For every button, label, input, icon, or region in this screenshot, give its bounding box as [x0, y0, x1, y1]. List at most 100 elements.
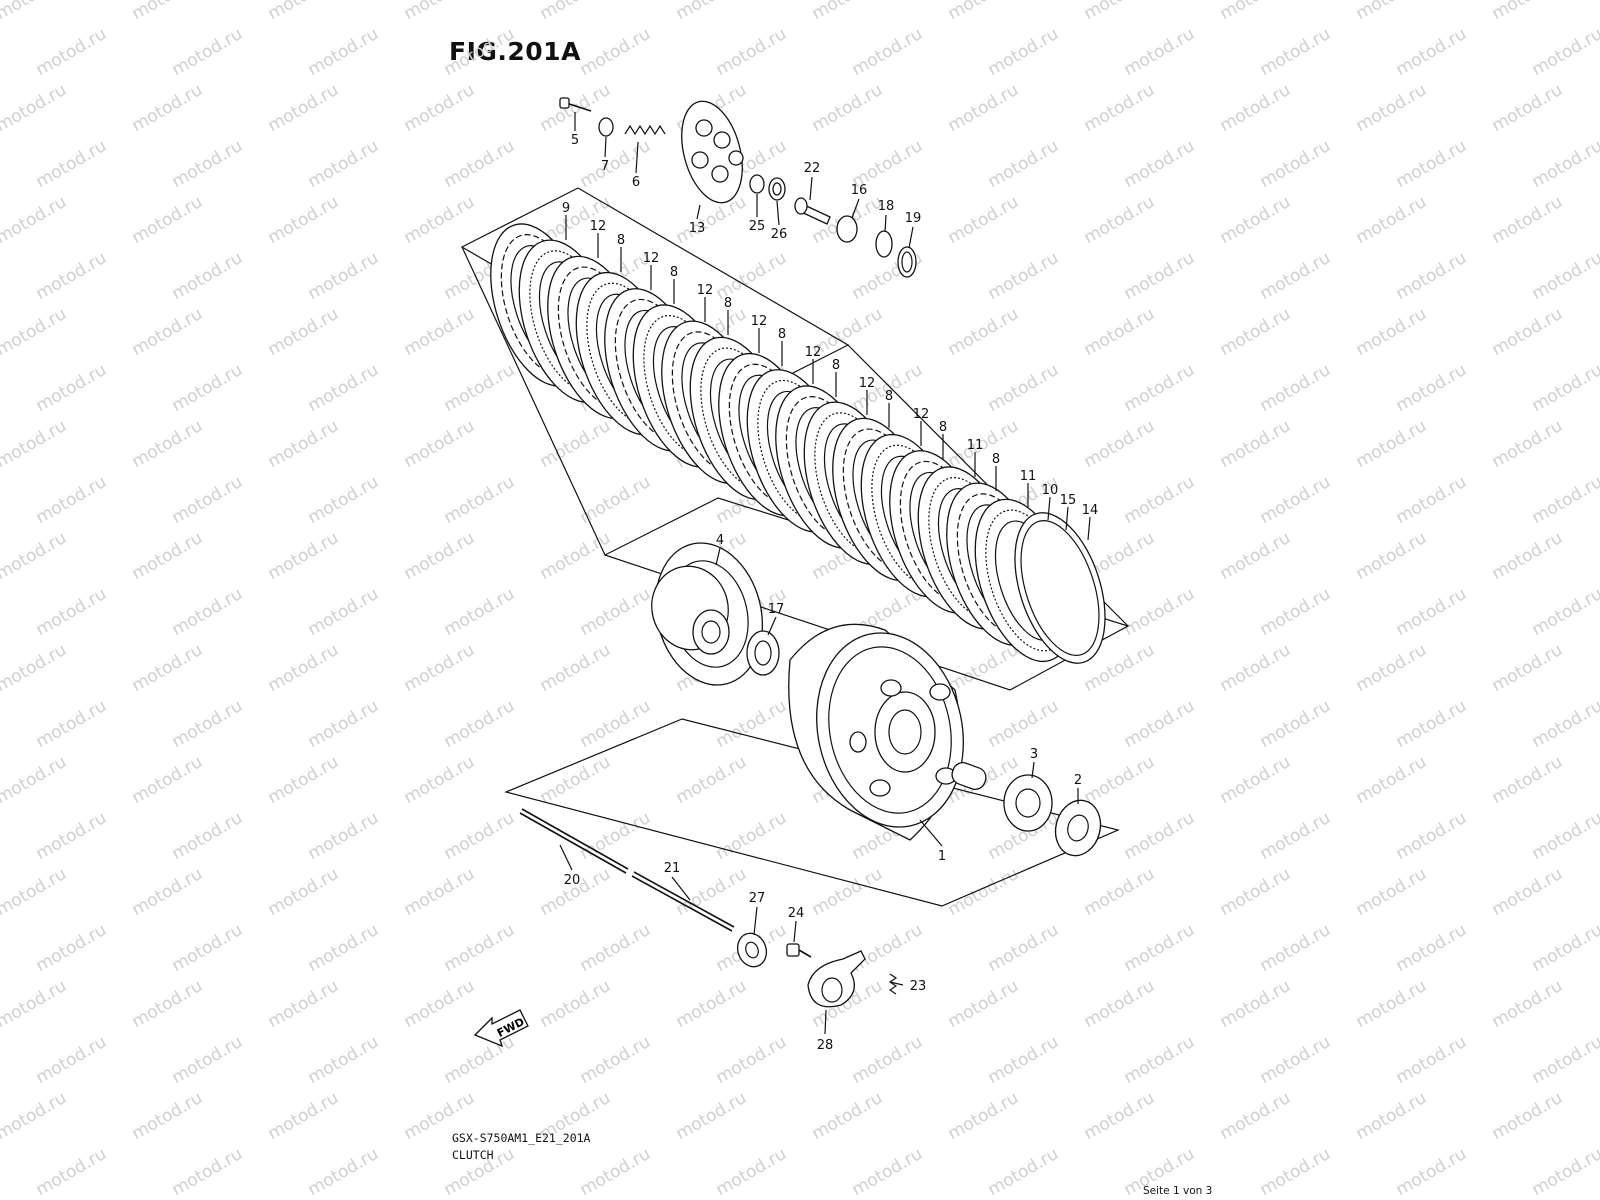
watermark-text: motod.ru [1489, 0, 1567, 24]
watermark-text: motod.ru [0, 864, 70, 920]
callout-28: 28 [817, 1038, 834, 1053]
watermark-text: motod.ru [809, 864, 887, 920]
watermark-text: motod.ru [849, 920, 927, 976]
watermark-text: motod.ru [1353, 752, 1431, 808]
callout-16: 16 [851, 183, 868, 198]
watermark-text: motod.ru [0, 192, 70, 248]
release-mechanism [736, 932, 898, 1008]
watermark-text: motod.ru [1353, 0, 1431, 24]
watermark-text: motod.ru [401, 640, 479, 696]
watermark-text: motod.ru [169, 472, 247, 528]
watermark-text: motod.ru [401, 80, 479, 136]
watermark-text: motod.ru [1393, 472, 1471, 528]
watermark-text: motod.ru [577, 1032, 655, 1088]
watermark-text: motod.ru [265, 192, 343, 248]
watermark-text: motod.ru [305, 136, 383, 192]
watermark-text: motod.ru [945, 192, 1023, 248]
callout-21: 21 [664, 861, 681, 876]
callout-1: 1 [938, 849, 946, 864]
watermark-text: motod.ru [1217, 0, 1295, 24]
watermark-text: motod.ru [577, 136, 655, 192]
watermark-text: motod.ru [1121, 472, 1199, 528]
callout-8a: 8 [617, 233, 625, 248]
watermark-text: motod.ru [1257, 1144, 1335, 1200]
thrust-washer-2 [1054, 799, 1102, 857]
watermark-text: motod.ru [713, 1144, 791, 1200]
callout-8c: 8 [724, 296, 732, 311]
watermark-text: motod.ru [129, 640, 207, 696]
watermark-text: motod.ru [305, 472, 383, 528]
callout-20: 20 [564, 873, 581, 888]
watermark-text: motod.ru [1529, 696, 1600, 752]
watermark-text: motod.ru [129, 416, 207, 472]
leader-line [809, 176, 813, 201]
watermark-text: motod.ru [1489, 80, 1567, 136]
clutch-plate-stack [490, 223, 1106, 664]
watermark-text: motod.ru [985, 360, 1063, 416]
nut-16 [836, 215, 858, 243]
push-rods [519, 808, 735, 932]
watermark-text: motod.ru [33, 1032, 111, 1088]
leader-line [889, 981, 904, 986]
watermark-text: motod.ru [265, 864, 343, 920]
watermark-text: motod.ru [441, 1032, 519, 1088]
watermark-text: motod.ru [985, 1032, 1063, 1088]
callout-9: 9 [562, 201, 570, 216]
callout-10: 10 [1042, 483, 1059, 498]
watermark-text: motod.ru [1257, 696, 1335, 752]
watermark-text: motod.ru [265, 0, 343, 24]
watermark-text: motod.ru [1121, 696, 1199, 752]
watermark-text: motod.ru [1081, 1088, 1159, 1144]
watermark-text: motod.ru [809, 0, 887, 24]
callout-23: 23 [910, 979, 927, 994]
watermark-text: motod.ru [305, 248, 383, 304]
watermark-text: motod.ru [441, 808, 519, 864]
leader-line [1031, 761, 1035, 779]
bearing-and-washer [1003, 774, 1102, 857]
bolt-5-head [559, 97, 570, 109]
watermark-text: motod.ru [1217, 80, 1295, 136]
watermark-text: motod.ru [1081, 976, 1159, 1032]
watermark-text: motod.ru [1217, 976, 1295, 1032]
watermark-text: motod.ru [1393, 360, 1471, 416]
watermark-text: motod.ru [169, 920, 247, 976]
watermark-text: motod.ru [849, 1032, 927, 1088]
watermark-text: motod.ru [401, 0, 479, 24]
callout-12d: 12 [751, 314, 768, 329]
watermark-text: motod.ru [401, 864, 479, 920]
watermark-text: motod.ru [1081, 192, 1159, 248]
watermark-text: motod.ru [713, 1032, 791, 1088]
watermark-text: motod.ru [1393, 808, 1471, 864]
watermark-text: motod.ru [305, 360, 383, 416]
watermark-text: motod.ru [1257, 24, 1335, 80]
watermark-text: motod.ru [1081, 752, 1159, 808]
watermark-text: motod.ru [537, 0, 615, 24]
washer-18 [875, 230, 893, 258]
clutch-housing-1 [788, 623, 987, 841]
callout-8g: 8 [939, 420, 947, 435]
watermark-text: motod.ru [1081, 864, 1159, 920]
watermark-text: motod.ru [1489, 640, 1567, 696]
watermark-text: motod.ru [265, 976, 343, 1032]
leader-line [793, 920, 797, 943]
watermark-text: motod.ru [441, 584, 519, 640]
watermark-text: motod.ru [1081, 304, 1159, 360]
watermark-text: motod.ru [33, 696, 111, 752]
watermark-text: motod.ru [129, 192, 207, 248]
watermark-text: motod.ru [1217, 528, 1295, 584]
watermark-text: motod.ru [0, 304, 70, 360]
watermark-text: motod.ru [305, 1144, 383, 1200]
watermark-text: motod.ru [1081, 0, 1159, 24]
watermark-text: motod.ru [1353, 976, 1431, 1032]
watermark-text: motod.ru [441, 360, 519, 416]
watermark-text: motod.ru [849, 24, 927, 80]
watermark-text: motod.ru [169, 808, 247, 864]
watermark-text: motod.ru [1489, 976, 1567, 1032]
leader-line [753, 906, 758, 936]
watermark-text: motod.ru [33, 136, 111, 192]
callout-19: 19 [905, 211, 922, 226]
watermark-text: motod.ru [1121, 360, 1199, 416]
watermark-text: motod.ru [265, 304, 343, 360]
